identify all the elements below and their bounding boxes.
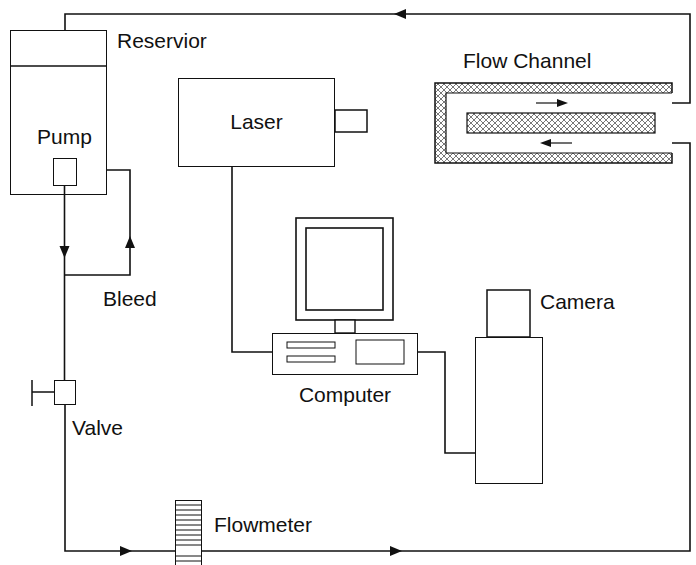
flow-channel: Flow Channel [435, 83, 672, 163]
scale-line [176, 515, 201, 516]
laser-box: Laser [178, 78, 335, 167]
drive-bay [356, 340, 404, 364]
water-level-line [10, 65, 107, 67]
node-label: Computer [299, 383, 391, 407]
scale-line [176, 510, 201, 511]
reservoir-tank: ReserviorPump [10, 30, 107, 195]
channel-slot-outline [446, 93, 672, 153]
camera-body: Camera [475, 337, 543, 484]
scale-line [176, 505, 201, 506]
arrow-head [120, 546, 132, 556]
drive-slot [287, 342, 335, 348]
scale-line [176, 545, 201, 546]
flow-arrow-line [550, 142, 572, 143]
pipe-connector-group [65, 9, 690, 103]
monitor-frame [296, 218, 393, 320]
arrow-head [60, 246, 70, 258]
pipe-connector [418, 352, 475, 453]
pump-box: Pump [53, 158, 77, 186]
flow-arrow-line [536, 102, 558, 103]
pipe-connector [202, 143, 690, 551]
channel-insert [467, 113, 655, 133]
node-label: Valve [72, 416, 123, 440]
pipe-connector-group [418, 352, 475, 453]
pipe-connector-group [60, 186, 70, 381]
scale-line [176, 540, 201, 541]
computer-case: Computer [272, 333, 418, 375]
valve-handle [32, 380, 54, 406]
node-label: Camera [540, 290, 615, 314]
monitor-stand [335, 320, 355, 333]
arrow-head [394, 9, 406, 19]
node-label: Flow Channel [463, 49, 591, 73]
monitor-screen [306, 228, 383, 310]
scale-line [176, 535, 201, 536]
pipe-connector-group [65, 405, 175, 556]
bleed-pipe [65, 170, 130, 275]
node-label: Flowmeter [214, 513, 312, 537]
node-label: Reservior [117, 29, 207, 53]
flow-arrow-head [540, 139, 551, 147]
node-label: Laser [230, 110, 283, 134]
arrow-head [390, 546, 402, 556]
laser-nozzle [335, 110, 367, 132]
flowmeter-tube: Flowmeter [175, 500, 202, 565]
scale-line [176, 561, 201, 562]
node-label: Pump [37, 125, 92, 149]
scale-line [176, 525, 201, 526]
channel-slot [446, 93, 674, 153]
drive-slot [287, 356, 335, 362]
pipe-connector [232, 167, 272, 352]
pipe-connector [64, 186, 66, 381]
flowmeter-scale [176, 505, 201, 561]
scale-line [176, 530, 201, 531]
camera-lens [487, 290, 530, 337]
pipe-connector [65, 405, 175, 551]
bleed-label: Bleed [103, 287, 157, 311]
scale-line [176, 556, 201, 557]
pipe-connector-group [202, 143, 690, 556]
valve-body: Valve [54, 380, 76, 405]
flow-arrow-head [557, 99, 568, 107]
pipe-connector-group [232, 167, 272, 352]
scale-line [176, 520, 201, 521]
pipe-connector [65, 14, 690, 103]
bleed-arrow [125, 236, 135, 248]
